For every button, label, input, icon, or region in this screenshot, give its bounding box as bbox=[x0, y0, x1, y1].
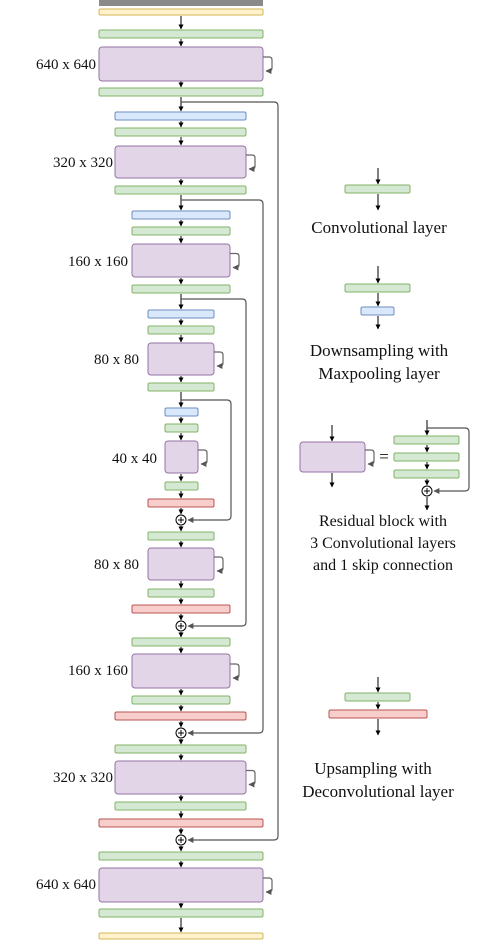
residual-skip-loop bbox=[263, 877, 273, 895]
upsample-layer bbox=[131, 604, 231, 614]
io-layer bbox=[98, 932, 264, 940]
conv-layer bbox=[98, 908, 264, 918]
legend-residual-label-line3: and 1 skip connection bbox=[313, 557, 453, 574]
residual-block bbox=[131, 243, 231, 278]
residual-skip-loop bbox=[246, 154, 256, 172]
upsample-layer bbox=[98, 818, 264, 828]
stage-label: 640 x 640 bbox=[36, 877, 96, 893]
residual-block bbox=[98, 867, 264, 903]
residual-skip-loop bbox=[230, 252, 240, 271]
conv-layer bbox=[98, 87, 264, 97]
downsample-layer bbox=[114, 111, 247, 121]
conv-layer bbox=[393, 452, 460, 462]
legend-residual-equals: = bbox=[379, 447, 389, 466]
conv-layer bbox=[164, 481, 199, 491]
legend-residual-block bbox=[299, 441, 366, 473]
conv-layer bbox=[393, 435, 460, 445]
residual-skip-loop bbox=[263, 56, 273, 74]
residual-block bbox=[147, 547, 215, 581]
downsample-layer bbox=[360, 306, 395, 316]
conv-layer bbox=[98, 29, 264, 39]
conv-layer bbox=[131, 695, 231, 705]
conv-layer bbox=[344, 692, 411, 702]
residual-skip-loop bbox=[198, 449, 208, 467]
legend-down-label-line2: Maxpooling layer bbox=[318, 364, 440, 383]
conv-layer bbox=[114, 801, 247, 811]
residual-block bbox=[131, 653, 231, 689]
conv-layer bbox=[393, 469, 460, 479]
downsample-layer bbox=[164, 407, 199, 417]
residual-block bbox=[147, 342, 215, 376]
stage-label: 320 x 320 bbox=[53, 770, 113, 786]
legend-residual-label-line2: 3 Convolutional layers bbox=[310, 535, 456, 552]
conv-layer bbox=[98, 851, 264, 861]
upsample-layer bbox=[114, 711, 247, 721]
residual-skip-loop bbox=[246, 769, 256, 788]
residual-block bbox=[164, 440, 199, 474]
upsample-layer bbox=[328, 709, 428, 719]
io-layer bbox=[98, 8, 264, 16]
conv-layer bbox=[147, 325, 215, 335]
legend-down-label-line1: Downsampling with bbox=[310, 341, 449, 360]
stage-label: 640 x 640 bbox=[36, 57, 96, 73]
stage-label: 80 x 80 bbox=[94, 352, 139, 368]
stage-label: 40 x 40 bbox=[112, 451, 157, 467]
conv-layer bbox=[131, 637, 231, 647]
residual-skip-loop bbox=[230, 663, 240, 681]
conv-layer bbox=[131, 284, 231, 294]
legend-residual-label-line1: Residual block with bbox=[319, 513, 447, 530]
downsample-layer bbox=[147, 309, 215, 319]
legend-up-label-line1: Upsampling with bbox=[314, 759, 432, 778]
legend-up-label-line2: Deconvolutional layer bbox=[302, 782, 454, 801]
upsample-layer bbox=[147, 498, 215, 508]
conv-layer bbox=[147, 588, 215, 598]
stage-label: 320 x 320 bbox=[53, 155, 113, 171]
conv-layer bbox=[344, 184, 411, 194]
skip-connection bbox=[181, 101, 279, 843]
conv-layer bbox=[344, 283, 411, 293]
residual-skip-loop bbox=[214, 556, 224, 574]
conv-layer bbox=[114, 744, 247, 754]
stage-label: 160 x 160 bbox=[68, 663, 128, 679]
legend-residual-loop bbox=[365, 449, 375, 467]
residual-skip-loop bbox=[214, 351, 224, 369]
stage-label: 160 x 160 bbox=[68, 254, 128, 270]
downsample-layer bbox=[131, 210, 231, 220]
conv-layer bbox=[147, 531, 215, 541]
stage-label: 80 x 80 bbox=[94, 557, 139, 573]
conv-layer bbox=[114, 185, 247, 195]
skip-connection bbox=[181, 199, 264, 736]
conv-layer bbox=[114, 127, 247, 137]
conv-layer bbox=[147, 382, 215, 392]
legend-conv-label: Convolutional layer bbox=[311, 218, 447, 237]
legend-skip-connection bbox=[427, 427, 470, 494]
conv-layer bbox=[131, 226, 231, 236]
skip-connection bbox=[181, 298, 247, 629]
input-image bbox=[99, 0, 263, 6]
residual-block bbox=[98, 46, 264, 82]
skip-connection bbox=[181, 399, 232, 523]
residual-block bbox=[114, 145, 247, 179]
conv-layer bbox=[164, 423, 199, 433]
residual-block bbox=[114, 760, 247, 795]
